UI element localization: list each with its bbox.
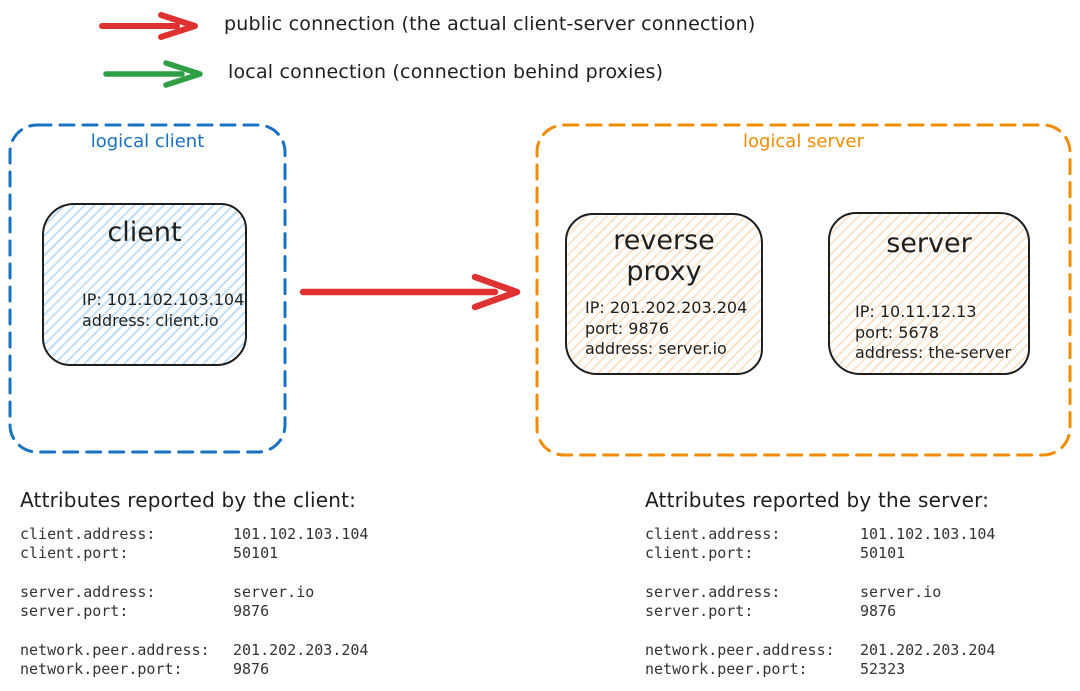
logical-server-group-label: logical server: [742, 131, 865, 152]
attr-row-server-address: server.address: server.io: [20, 583, 368, 602]
client-attr-group-client: client.address: 101.102.103.104 client.p…: [20, 525, 368, 563]
legend-public-connection-label: public connection (the actual client-ser…: [224, 13, 756, 35]
attr-value: server.io: [860, 583, 942, 601]
server-attr-group-network-peer: network.peer.address: 201.202.203.204 ne…: [645, 641, 995, 679]
client-attributes-section: Attributes reported by the client: clien…: [20, 488, 368, 691]
attr-value: 9876: [233, 602, 270, 620]
logical-client-group-label: logical client: [90, 131, 205, 152]
attr-row-server-port: server.port: 9876: [645, 602, 995, 621]
legend-local-connection-label: local connection (connection behind prox…: [228, 61, 664, 83]
reverse-proxy-node: reverse proxy IP: 201.202.203.204 port: …: [565, 213, 763, 375]
attr-key: client.address:: [20, 525, 156, 543]
attr-row-client-port: client.port: 50101: [20, 544, 368, 563]
client-attributes-heading: Attributes reported by the client:: [20, 488, 357, 512]
reverse-proxy-node-title: reverse proxy: [613, 225, 715, 288]
server-node-title: server: [886, 228, 972, 259]
attr-key: client.port:: [645, 544, 754, 562]
logical-client-group-border: [8, 123, 287, 454]
attr-key: client.port:: [20, 544, 129, 562]
attr-key: server.address:: [645, 583, 781, 601]
attr-row-client-port: client.port: 50101: [645, 544, 995, 563]
server-attr-group-client: client.address: 101.102.103.104 client.p…: [645, 525, 995, 563]
client-attr-group-network-peer: network.peer.address: 201.202.203.204 ne…: [20, 641, 368, 679]
public-connection-main-arrow-icon: [299, 273, 521, 311]
server-address-line: address: the-server: [855, 343, 1012, 362]
reverse-proxy-address-line: address: server.io: [585, 339, 727, 358]
attr-value: 201.202.203.204: [860, 641, 996, 659]
reverse-proxy-node-details: IP: 201.202.203.204 port: 9876 address: …: [585, 298, 747, 360]
client-address-line: address: client.io: [82, 310, 219, 330]
client-node-title: client: [107, 217, 182, 248]
logical-server-group-border: [535, 123, 1072, 457]
attr-value: 101.102.103.104: [860, 525, 996, 543]
attr-value: 50101: [860, 544, 906, 562]
attr-key: server.port:: [20, 602, 129, 620]
attr-row-network-peer-address: network.peer.address: 201.202.203.204: [20, 641, 368, 660]
server-node: server IP: 10.11.12.13 port: 5678 addres…: [828, 212, 1030, 375]
server-ip-line: IP: 10.11.12.13: [855, 302, 977, 321]
attr-value: 201.202.203.204: [233, 641, 369, 659]
attr-value: 9876: [233, 660, 270, 678]
attr-key: network.peer.port:: [645, 660, 808, 678]
server-node-details: IP: 10.11.12.13 port: 5678 address: the-…: [855, 302, 1011, 364]
attr-key: network.peer.address:: [20, 641, 210, 659]
attr-row-client-address: client.address: 101.102.103.104: [645, 525, 995, 544]
attr-value: 50101: [233, 544, 279, 562]
attr-key: client.address:: [645, 525, 781, 543]
server-attributes-section: Attributes reported by the server: clien…: [645, 488, 995, 691]
client-ip-line: IP: 101.102.103.104: [82, 290, 245, 309]
client-node-details: IP: 101.102.103.104 address: client.io: [82, 290, 244, 331]
attr-value: 9876: [860, 602, 897, 620]
attr-row-server-port: server.port: 9876: [20, 602, 368, 621]
attr-value: 52323: [860, 660, 906, 678]
server-attributes-heading: Attributes reported by the server:: [645, 488, 990, 512]
local-connection-arrow-icon: [103, 60, 203, 88]
attr-row-client-address: client.address: 101.102.103.104: [20, 525, 368, 544]
attr-row-network-peer-port: network.peer.port: 52323: [645, 660, 995, 679]
attr-key: network.peer.address:: [645, 641, 835, 659]
attr-row-network-peer-address: network.peer.address: 201.202.203.204: [645, 641, 995, 660]
attr-value: server.io: [233, 583, 315, 601]
server-attr-group-server: server.address: server.io server.port: 9…: [645, 583, 995, 621]
attr-key: network.peer.port:: [20, 660, 183, 678]
server-port-line: port: 5678: [855, 322, 939, 342]
client-node: client IP: 101.102.103.104 address: clie…: [42, 203, 247, 366]
public-connection-arrow-icon: [99, 12, 198, 40]
attr-row-network-peer-port: network.peer.port: 9876: [20, 660, 368, 679]
client-attr-group-server: server.address: server.io server.port: 9…: [20, 583, 368, 621]
attr-row-server-address: server.address: server.io: [645, 583, 995, 602]
attr-value: 101.102.103.104: [233, 525, 369, 543]
reverse-proxy-ip-line: IP: 201.202.203.204: [585, 298, 748, 317]
attr-key: server.port:: [645, 602, 754, 620]
attr-key: server.address:: [20, 583, 156, 601]
reverse-proxy-port-line: port: 9876: [585, 318, 669, 338]
